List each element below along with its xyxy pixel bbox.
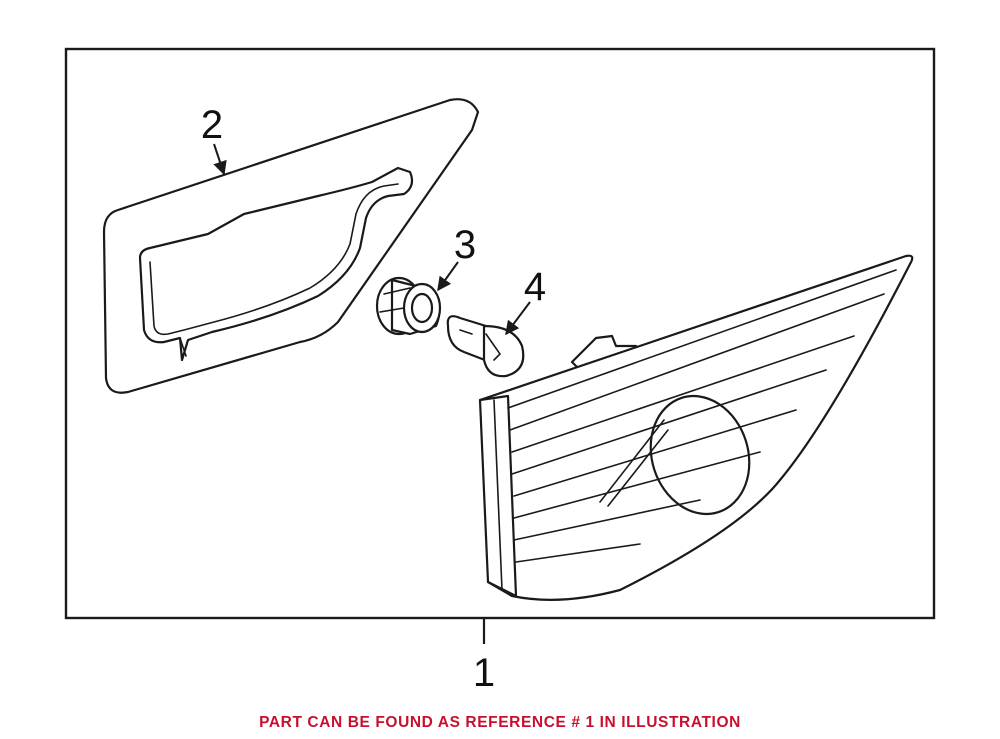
callout-3-arrow	[437, 261, 459, 292]
tail-lamp-assembly	[478, 254, 914, 601]
callout-label-2: 2	[201, 103, 223, 147]
callout-2-arrow	[213, 143, 227, 176]
callout-label-1: 1	[473, 651, 495, 695]
parts-diagram: 2 3 4 1	[64, 47, 936, 695]
reference-caption: PART CAN BE FOUND AS REFERENCE # 1 IN IL…	[259, 714, 741, 731]
callout-4-arrow	[505, 301, 531, 336]
callout-label-3: 3	[454, 223, 476, 267]
bulb-part	[446, 315, 525, 378]
callout-label-4: 4	[524, 265, 546, 309]
gasket-part	[102, 98, 480, 394]
bulb-socket-part	[375, 276, 442, 336]
diagram-frame	[64, 47, 936, 620]
